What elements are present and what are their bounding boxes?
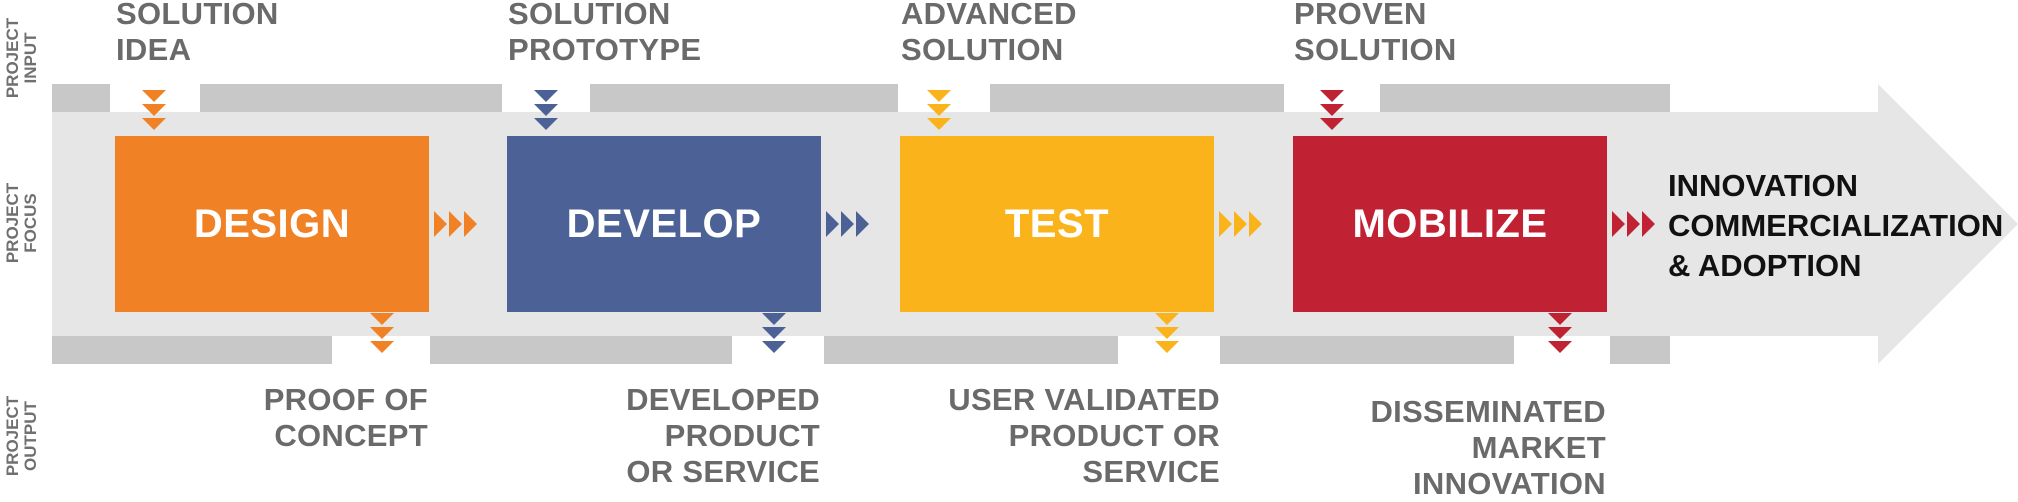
input-chevron-icon — [927, 104, 951, 116]
result-label: INNOVATION COMMERCIALIZATION & ADOPTION — [1668, 166, 2003, 286]
project-focus-label: PROJECT FOCUS — [3, 168, 40, 278]
chevron-group — [142, 90, 1655, 353]
side-label-line: PROJECT — [3, 395, 22, 477]
output-chevron-icon — [1155, 313, 1179, 325]
output-band-segment — [52, 336, 332, 364]
input-band-segment — [52, 84, 110, 112]
flow-chevron-icon — [1219, 211, 1232, 237]
flow-chevron-icon — [449, 211, 462, 237]
input-band-segment — [990, 84, 1284, 112]
result-line: & ADOPTION — [1668, 248, 1862, 283]
test-output-label: USER VALIDATED PRODUCT OR SERVICE — [948, 382, 1220, 490]
input-chevron-icon — [927, 90, 951, 102]
flow-chevron-icon — [856, 211, 869, 237]
flow-chevron-icon — [1642, 211, 1655, 237]
output-chevron-icon — [762, 327, 786, 339]
input-chevron-icon — [1320, 90, 1344, 102]
develop-output-label: DEVELOPED PRODUCT OR SERVICE — [626, 382, 820, 490]
flow-chevron-icon — [1234, 211, 1247, 237]
stage-box-develop: DEVELOP — [507, 136, 821, 312]
label-line: DEVELOPED — [626, 382, 820, 417]
label-line: USER VALIDATED — [948, 382, 1220, 417]
output-chevron-icon — [1548, 341, 1572, 353]
label-line: CONCEPT — [274, 418, 428, 453]
stage-title: DESIGN — [193, 201, 351, 246]
stage-box-test: TEST — [900, 136, 1214, 312]
flow-chevron-icon — [1249, 211, 1262, 237]
output-chevron-icon — [1548, 313, 1572, 325]
output-chevron-icon — [762, 341, 786, 353]
output-chevron-icon — [1155, 327, 1179, 339]
label-line: ADVANCED — [901, 0, 1077, 31]
label-line: MARKET — [1471, 430, 1606, 465]
mobilize-input-label: PROVEN SOLUTION — [1294, 0, 1457, 68]
output-band-segment — [430, 336, 732, 364]
output-chevron-icon — [1155, 341, 1179, 353]
flow-chevron-icon — [464, 211, 477, 237]
project-output-label: PROJECT OUTPUT — [3, 381, 40, 491]
side-label-line: FOCUS — [21, 193, 40, 253]
label-line: PROTOTYPE — [508, 32, 702, 67]
design-output-label: PROOF OF CONCEPT — [264, 382, 428, 454]
output-chevron-icon — [370, 341, 394, 353]
stage-title: MOBILIZE — [1352, 201, 1548, 246]
input-chevron-icon — [534, 104, 558, 116]
flow-chevron-icon — [826, 211, 839, 237]
flow-chevron-icon — [1627, 211, 1640, 237]
stage-title: TEST — [1004, 201, 1110, 246]
output-chevron-icon — [762, 313, 786, 325]
label-line: PROVEN — [1294, 0, 1427, 31]
label-line: PRODUCT — [664, 418, 820, 453]
label-line: DISSEMINATED — [1370, 394, 1606, 429]
input-band-segment — [200, 84, 502, 112]
flow-chevron-icon — [841, 211, 854, 237]
side-label-line: PROJECT — [3, 17, 22, 99]
result-line: COMMERCIALIZATION — [1668, 208, 2004, 243]
develop-input-label: SOLUTION PROTOTYPE — [508, 0, 701, 68]
stage-title: DEVELOP — [566, 201, 762, 246]
label-line: INNOVATION — [1412, 466, 1606, 501]
output-chevron-icon — [370, 327, 394, 339]
label-line: PROOF OF — [263, 382, 428, 417]
label-line: SOLUTION — [116, 0, 279, 31]
stage-box-design: DESIGN — [115, 136, 429, 312]
label-line: SOLUTION — [1294, 32, 1457, 67]
design-input-label: SOLUTION IDEA — [116, 0, 279, 68]
label-line: PRODUCT OR — [1008, 418, 1220, 453]
output-chevron-icon — [1548, 327, 1572, 339]
input-chevron-icon — [534, 118, 558, 130]
input-chevron-icon — [142, 90, 166, 102]
input-chevron-icon — [1320, 104, 1344, 116]
stage-box-mobilize: MOBILIZE — [1293, 136, 1607, 312]
input-chevron-icon — [534, 90, 558, 102]
flow-chevron-icon — [434, 211, 447, 237]
label-line: SERVICE — [1082, 454, 1220, 489]
input-band-segment — [590, 84, 898, 112]
flow-chevron-icon — [1612, 211, 1625, 237]
label-line: SOLUTION — [508, 0, 671, 31]
output-band-segment — [1220, 336, 1514, 364]
label-line: OR SERVICE — [626, 454, 820, 489]
input-chevron-icon — [142, 118, 166, 130]
input-band-segment — [1380, 84, 1670, 112]
input-chevron-icon — [142, 104, 166, 116]
input-chevron-icon — [1320, 118, 1344, 130]
output-band-segment — [824, 336, 1118, 364]
output-chevron-icon — [370, 313, 394, 325]
side-label-line: OUTPUT — [21, 401, 40, 471]
output-band-segment — [1610, 336, 1670, 364]
side-label-line: INPUT — [21, 32, 40, 84]
result-line: INNOVATION — [1668, 168, 1859, 203]
input-chevron-icon — [927, 118, 951, 130]
mobilize-output-label: DISSEMINATED MARKET INNOVATION — [1370, 394, 1606, 502]
label-line: IDEA — [116, 32, 192, 67]
side-label-line: PROJECT — [3, 182, 22, 264]
project-input-label: PROJECT INPUT — [3, 3, 40, 113]
test-input-label: ADVANCED SOLUTION — [901, 0, 1077, 68]
label-line: SOLUTION — [901, 32, 1064, 67]
